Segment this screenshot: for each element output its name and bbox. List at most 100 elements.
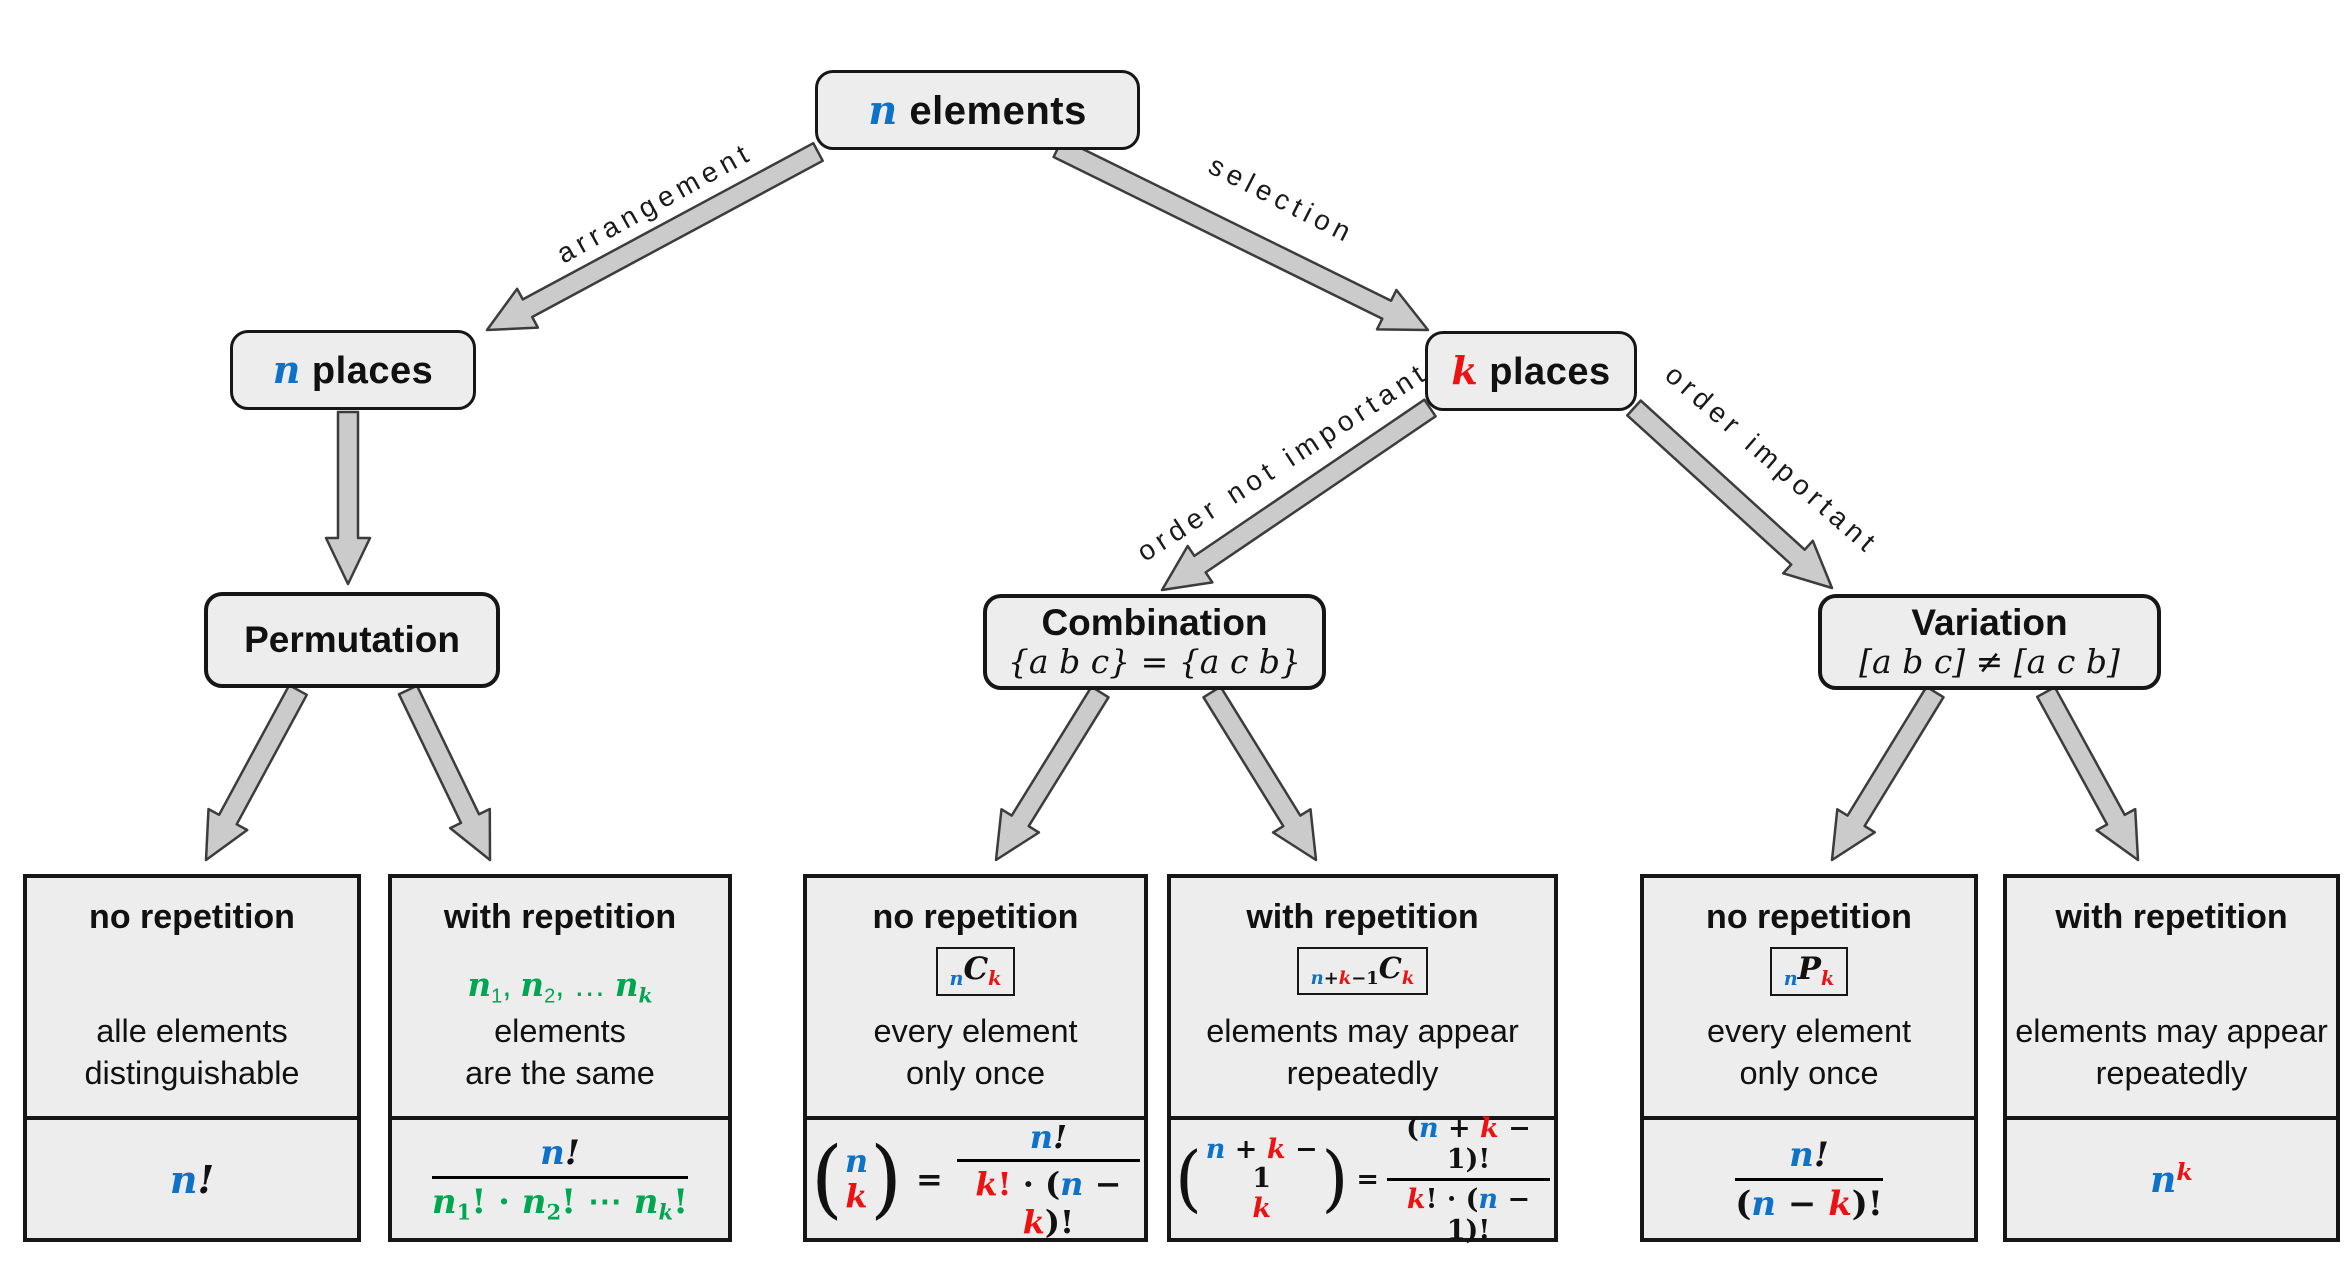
open-paren: ( [811, 1128, 843, 1229]
node-combination: Combination {a b c} = {a c b} [983, 594, 1326, 690]
math-token: − [1776, 1183, 1829, 1224]
math-token: k [1451, 348, 1479, 393]
leaf-combination-with-repetition: with repetition n+k−1Ck elements may app… [1167, 874, 1558, 1246]
math-token: {a b c} = {a c b} [1007, 642, 1302, 682]
arrow-permutation-to-no-rep [204, 683, 309, 862]
math-token: 1 [491, 985, 503, 1008]
node-permutation: Permutation [204, 592, 500, 688]
arrow-variation-to-no-rep [1830, 685, 1945, 862]
math-token: − [1083, 1164, 1122, 1203]
math-token: n [949, 967, 964, 991]
math-token: P [1797, 951, 1821, 987]
math-token: k [1266, 1134, 1286, 1166]
permutation-title: Permutation [244, 618, 460, 660]
math-token: n [1478, 1183, 1499, 1215]
math-token: n [431, 1182, 457, 1223]
math-token: n [1029, 1117, 1053, 1156]
node-n-elements-label: n elements [868, 87, 1087, 134]
math-token: )! [1044, 1202, 1075, 1241]
math-token: [a b c] ≠ [a c b] [1859, 642, 2120, 682]
math-token: C [963, 951, 989, 987]
leaf-title: with repetition [2055, 898, 2288, 936]
math-token: k [975, 1164, 998, 1203]
math-token: elements may appear [2015, 1012, 2328, 1049]
math-token: − 1 [1446, 1112, 1531, 1175]
variation-subtitle: [a b c] ≠ [a c b] [1859, 643, 2120, 681]
node-n-places: n places [230, 330, 476, 410]
math-token: alle elements [96, 1012, 288, 1049]
math-token: n [2150, 1158, 2177, 1201]
math-token: n [1418, 1112, 1439, 1144]
formula-badge: n+k−1Ck [1296, 947, 1429, 996]
math-token: k [1406, 1183, 1426, 1215]
leaf-variation-with-repetition: with repetition elements may appear repea… [2003, 874, 2340, 1242]
leaf-title: with repetition [443, 898, 677, 936]
leaf-permutation-no-repetition: no repetition alle elements distinguishab… [23, 874, 361, 1242]
math-token: n [540, 1133, 565, 1174]
leaf-title: no repetition [872, 898, 1079, 936]
node-k-places: k places [1425, 331, 1637, 411]
math-token: n [614, 964, 639, 1004]
math-token: k [845, 1177, 868, 1215]
math-token: distinguishable [84, 1054, 300, 1091]
math-token: n [844, 1142, 869, 1181]
leaf-formula: ( n + k − 1 k ) = (n + k − 1)! k! · (n −… [1171, 1112, 1554, 1246]
math-token: · ( [1011, 1164, 1061, 1203]
math-token: ! [197, 1156, 215, 1202]
node-k-places-label: k places [1451, 348, 1610, 394]
math-token: ! ⋯ [561, 1182, 634, 1223]
leaf-title: with repetition [1246, 898, 1479, 936]
math-token: n [272, 347, 301, 392]
math-token: , [502, 966, 521, 1003]
math-token: ( [1735, 1183, 1752, 1224]
math-token: k [1022, 1202, 1045, 1241]
arrow-variation-to-with-rep [2035, 685, 2140, 862]
formula-badge: nPk [1769, 947, 1849, 997]
math-token: + [1225, 1134, 1267, 1166]
math-token: elements [897, 88, 1087, 133]
leaf-formula: n! n1! · n2! ⋯ nk! [392, 1116, 728, 1238]
math-token: n [1310, 967, 1324, 989]
leaf-formula: ( n k ) = n! k! · (n − k)! [807, 1116, 1144, 1241]
combination-title: Combination [1041, 601, 1268, 643]
math-token: repeatedly [2095, 1054, 2248, 1091]
math-token: 2 [544, 985, 556, 1008]
leaf-title: no repetition [89, 898, 295, 936]
arrow-arrangement [485, 141, 824, 332]
math-token: n [169, 1156, 198, 1202]
leaf-formula: nk [2007, 1116, 2336, 1238]
math-token: )! [1465, 1143, 1491, 1175]
math-token: k [1338, 967, 1352, 989]
math-token: ! [997, 1164, 1012, 1203]
math-token: )! [1851, 1183, 1883, 1224]
arrow-combination-to-no-rep [994, 685, 1110, 862]
math-token: −1 [1351, 967, 1379, 989]
math-token: n [1751, 1183, 1777, 1224]
math-token: k [658, 1199, 674, 1225]
math-token: ! · ( [1425, 1183, 1479, 1215]
arrow-combination-to-with-rep [1202, 685, 1318, 862]
math-token: k [1480, 1112, 1499, 1144]
math-token: ! [564, 1133, 580, 1174]
math-token: ! [673, 1182, 689, 1223]
node-n-elements: n elements [815, 70, 1140, 150]
math-token: n [1205, 1134, 1226, 1166]
math-token: − 1 [1252, 1134, 1318, 1195]
math-token: n [633, 1182, 659, 1223]
leaf-description: alle elements distinguishable [84, 1010, 299, 1095]
math-token: k [2176, 1157, 2193, 1186]
math-token: n [1789, 1134, 1814, 1175]
node-n-places-label: n places [273, 347, 434, 393]
math-token: − 1)! [1446, 1183, 1531, 1246]
math-token: k [1820, 967, 1835, 991]
leaf-description: elements may appear repeatedly [2015, 1010, 2328, 1095]
math-token: every element [873, 1012, 1078, 1049]
variation-title: Variation [1911, 601, 2068, 643]
